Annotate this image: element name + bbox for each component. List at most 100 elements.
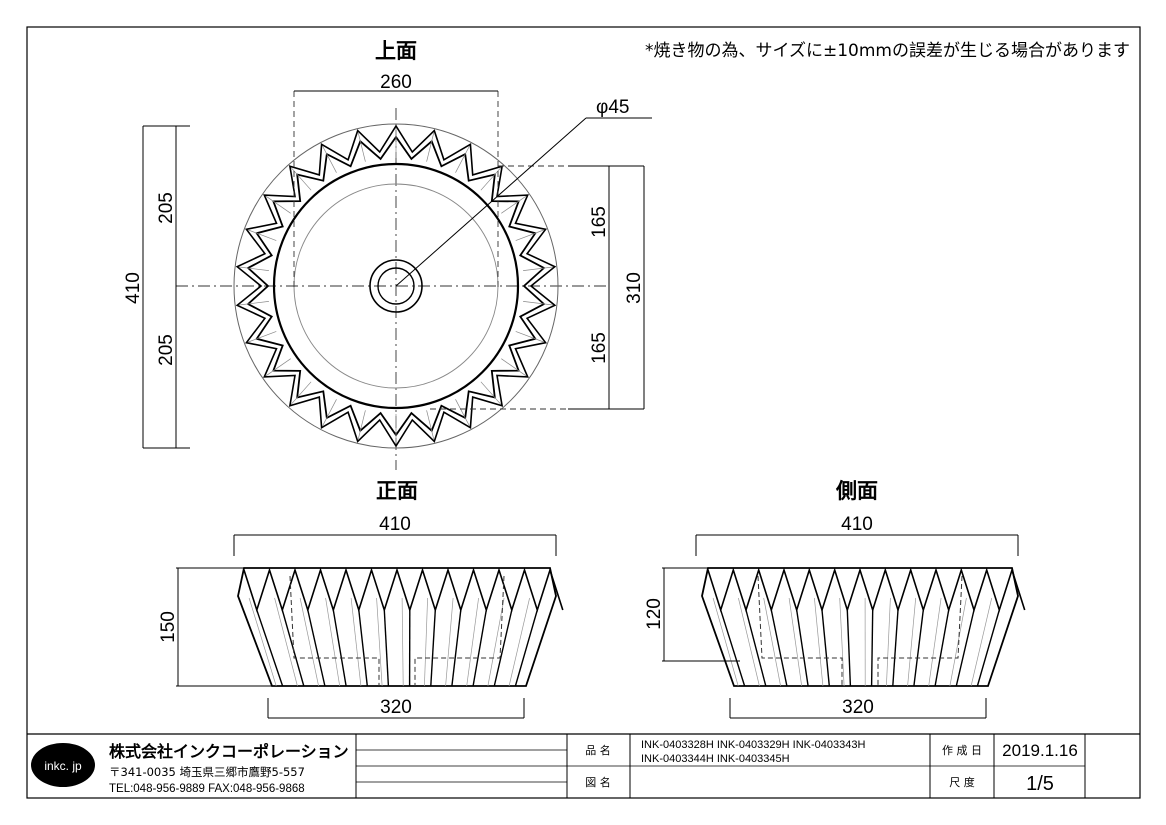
basin-facet-thin-rib	[325, 597, 341, 687]
basin-facet-thin-rib	[350, 597, 362, 687]
rim-facet-zigzag-inner	[246, 135, 546, 437]
tolerance-note: *焼き物の為、サイズに±10mmの誤差が生じる場合があります	[645, 41, 1130, 61]
rim-facet-edge	[523, 301, 553, 306]
rim-facet-edge	[480, 167, 502, 191]
rim-facet-edge	[265, 358, 291, 377]
hinmei-line2: INK-0403344H INK-0403345H	[641, 753, 790, 765]
rim-facet-edge	[265, 195, 291, 214]
basin-facet-rib	[821, 609, 830, 687]
rim-facet-edge	[426, 132, 435, 162]
title-block: inkc. jp 株式会社インクコーポレーション 〒341-0035 埼玉県三郷…	[27, 733, 1140, 798]
rim-facet-edge	[480, 381, 502, 405]
side-view: 側面 410 120 320	[644, 479, 1026, 719]
dim-260-label: 260	[380, 72, 412, 93]
basin-facet-thin-rib	[763, 597, 781, 687]
basin-facet-thin-rib	[445, 597, 454, 687]
basin-facet-rib	[332, 609, 347, 687]
drain-outer	[369, 259, 423, 313]
basin-facet-thin-rib	[970, 597, 993, 687]
rim-facet-edge	[290, 381, 312, 405]
rim-facet-edge	[426, 410, 435, 440]
company-name: 株式会社インクコーポレーション	[109, 742, 349, 761]
outer-rim	[233, 123, 559, 449]
basin-facet-zigzag	[243, 567, 564, 613]
rim-facet-edge	[523, 266, 553, 271]
rim-facet-edge	[248, 229, 277, 241]
basin-facet-rib	[493, 609, 513, 687]
company-address: 〒341-0035 埼玉県三郷市鷹野5-557	[109, 765, 305, 779]
basin-facet-thin-rib	[274, 597, 298, 687]
rim-facet-edge	[290, 167, 312, 191]
basin-facet-thin-rib	[886, 597, 891, 687]
bowl-inner-edge	[272, 162, 520, 410]
basin-facet-zigzag	[707, 567, 1026, 613]
dim-left-lower-label: 205	[156, 334, 177, 366]
basin-facet-thin-rib	[299, 597, 319, 687]
rim-facet-edge	[248, 331, 277, 343]
basin-facet-rib	[514, 609, 538, 687]
basin-facet-rib	[256, 609, 284, 687]
dim-right-lower-label: 165	[589, 332, 610, 364]
hinmei-label: 品 名	[585, 743, 611, 757]
basin-facet-thin-rib	[814, 597, 824, 687]
basin-facet-thin-rib	[376, 597, 383, 687]
basin-facet-thin-rib	[466, 597, 479, 687]
rim-facet-edge	[357, 132, 366, 162]
side-dim-height-label: 120	[644, 598, 665, 630]
top-view-title: 上面	[375, 39, 417, 63]
side-view-title: 側面	[835, 479, 878, 503]
hinmei-line1: INK-0403328H INK-0403329H INK-0403343H	[641, 739, 865, 751]
rim-facet-edge	[322, 399, 337, 427]
drain-leader-line	[395, 117, 587, 287]
shakudo-label: 尺 度	[949, 775, 975, 789]
company-logo	[31, 743, 95, 787]
basin-facet-thin-rib	[949, 597, 967, 687]
front-view-title: 正面	[376, 479, 418, 503]
basin-facet-rib	[430, 609, 436, 687]
sheet-border	[26, 26, 1141, 799]
rim-facet-edge	[501, 358, 527, 377]
basin-facet-thin-rib	[738, 597, 760, 687]
basin-facet-rib	[451, 609, 462, 687]
basin-facet-thin-rib	[401, 597, 404, 687]
zumei-label: 図 名	[585, 775, 611, 789]
front-view: 正面 410 150 320	[158, 479, 564, 719]
rim-facet-edge	[239, 266, 269, 271]
rim-facet-edge	[515, 331, 544, 343]
front-dim-bottom-label: 320	[380, 697, 412, 718]
basin-facet-rib	[870, 609, 874, 687]
basin-facet-thin-rib	[487, 597, 505, 687]
basin-hidden-line	[289, 575, 505, 686]
rim-facet-zigzag-outer	[235, 124, 557, 448]
side-dim-top-label: 410	[841, 514, 873, 535]
basin-facet-rib	[745, 609, 767, 687]
basin-facet-thin-rib	[788, 597, 803, 687]
rim-facet-edge	[239, 301, 269, 306]
rim-facet-edge	[455, 399, 470, 427]
basin-facet-rib	[720, 609, 746, 687]
basin-facet-thin-rib	[907, 597, 917, 687]
basin-facet-thin-rib	[424, 597, 428, 687]
rim-facet-edge	[455, 145, 470, 173]
dim-left-total-label: 410	[123, 272, 144, 304]
sakusei-label: 作 成 日	[942, 744, 982, 757]
basin-facet-rib	[846, 609, 852, 687]
basin-facet-rib	[955, 609, 975, 687]
rim-facet-edge	[322, 145, 337, 173]
side-dim-bottom-label: 320	[842, 697, 874, 718]
dim-right-total-label: 310	[624, 272, 645, 304]
basin-facet-rib	[472, 609, 487, 687]
basin-facet-thin-rib	[928, 597, 942, 687]
basin-hidden-line	[757, 575, 963, 686]
basin-facet-rib	[976, 609, 1000, 687]
rim-facet-edge	[515, 229, 544, 241]
rim-facet-edge	[357, 410, 366, 440]
drain-inner	[377, 267, 415, 305]
basin-facet-thin-rib	[839, 597, 845, 687]
basin-facet-thin-rib	[712, 597, 739, 687]
scale-value: 1/5	[1026, 773, 1054, 795]
dim-left-upper-label: 205	[156, 192, 177, 224]
side-basin-body	[701, 567, 1026, 687]
basin-facet-rib	[892, 609, 899, 687]
